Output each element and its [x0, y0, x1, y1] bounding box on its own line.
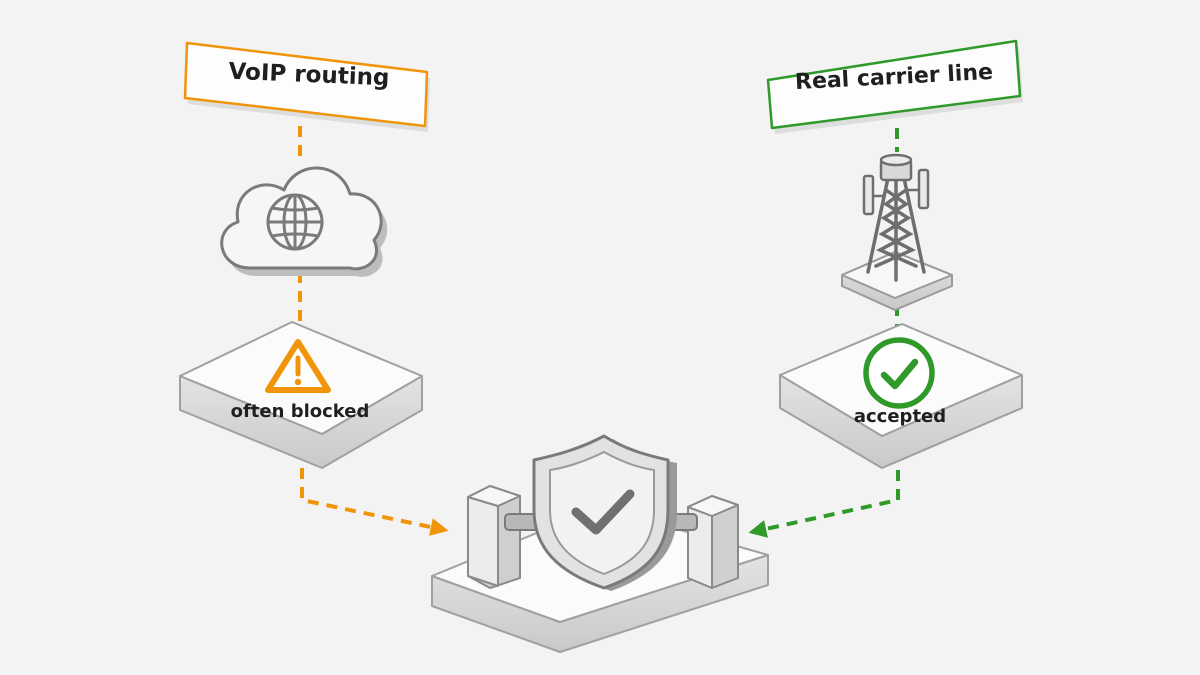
voip-connector	[298, 126, 449, 536]
warning-icon	[265, 339, 331, 393]
voip-label-box	[183, 41, 430, 132]
carrier-connector	[748, 128, 900, 538]
cloud-globe-icon	[220, 166, 388, 277]
shield-check-icon	[532, 434, 677, 591]
left-pillar	[467, 485, 521, 589]
check-circle-icon	[863, 337, 935, 409]
right-pillar	[687, 495, 739, 589]
carrier-status-label: accepted	[853, 406, 947, 427]
voip-status-label: often blocked	[230, 401, 370, 422]
cell-tower-icon	[841, 153, 953, 311]
globe-icon	[266, 193, 324, 251]
destination-gate	[431, 434, 769, 653]
carrier-label-box	[766, 39, 1023, 134]
